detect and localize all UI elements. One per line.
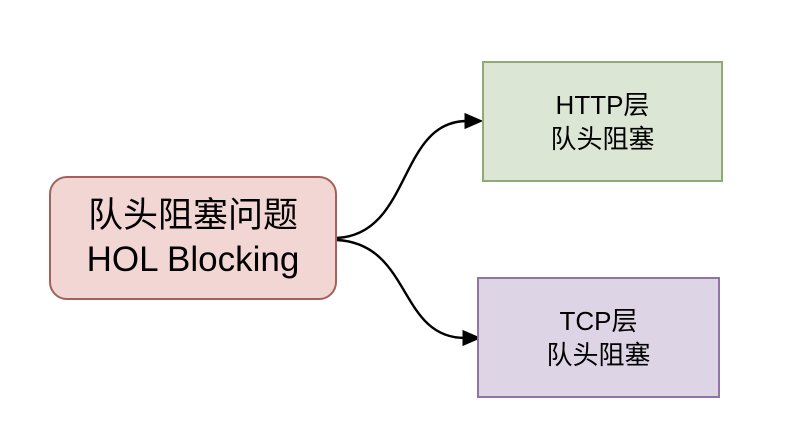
edge-hol-to-tcp-line [335,238,467,340]
edge-hol-to-http-line [335,119,469,240]
node-tcp-layer-label-line1: TCP层 [559,305,638,336]
node-tcp-layer-label-line2: 队头阻塞 [546,339,651,370]
node-hol-blocking-label-line2: HOL Blocking [86,240,300,279]
node-hol-blocking: 队头阻塞问题 HOL Blocking [49,176,337,300]
node-http-layer: HTTP层 队头阻塞 [482,61,723,182]
edge-hol-to-tcp [335,238,482,347]
node-hol-blocking-label-line1: 队头阻塞问题 [87,196,298,235]
node-tcp-layer: TCP层 队头阻塞 [477,277,720,398]
node-http-layer-label-line2: 队头阻塞 [550,123,655,154]
arrowhead-icon [464,112,484,130]
node-http-layer-label-line1: HTTP层 [555,89,650,120]
edge-hol-to-http [335,112,484,240]
